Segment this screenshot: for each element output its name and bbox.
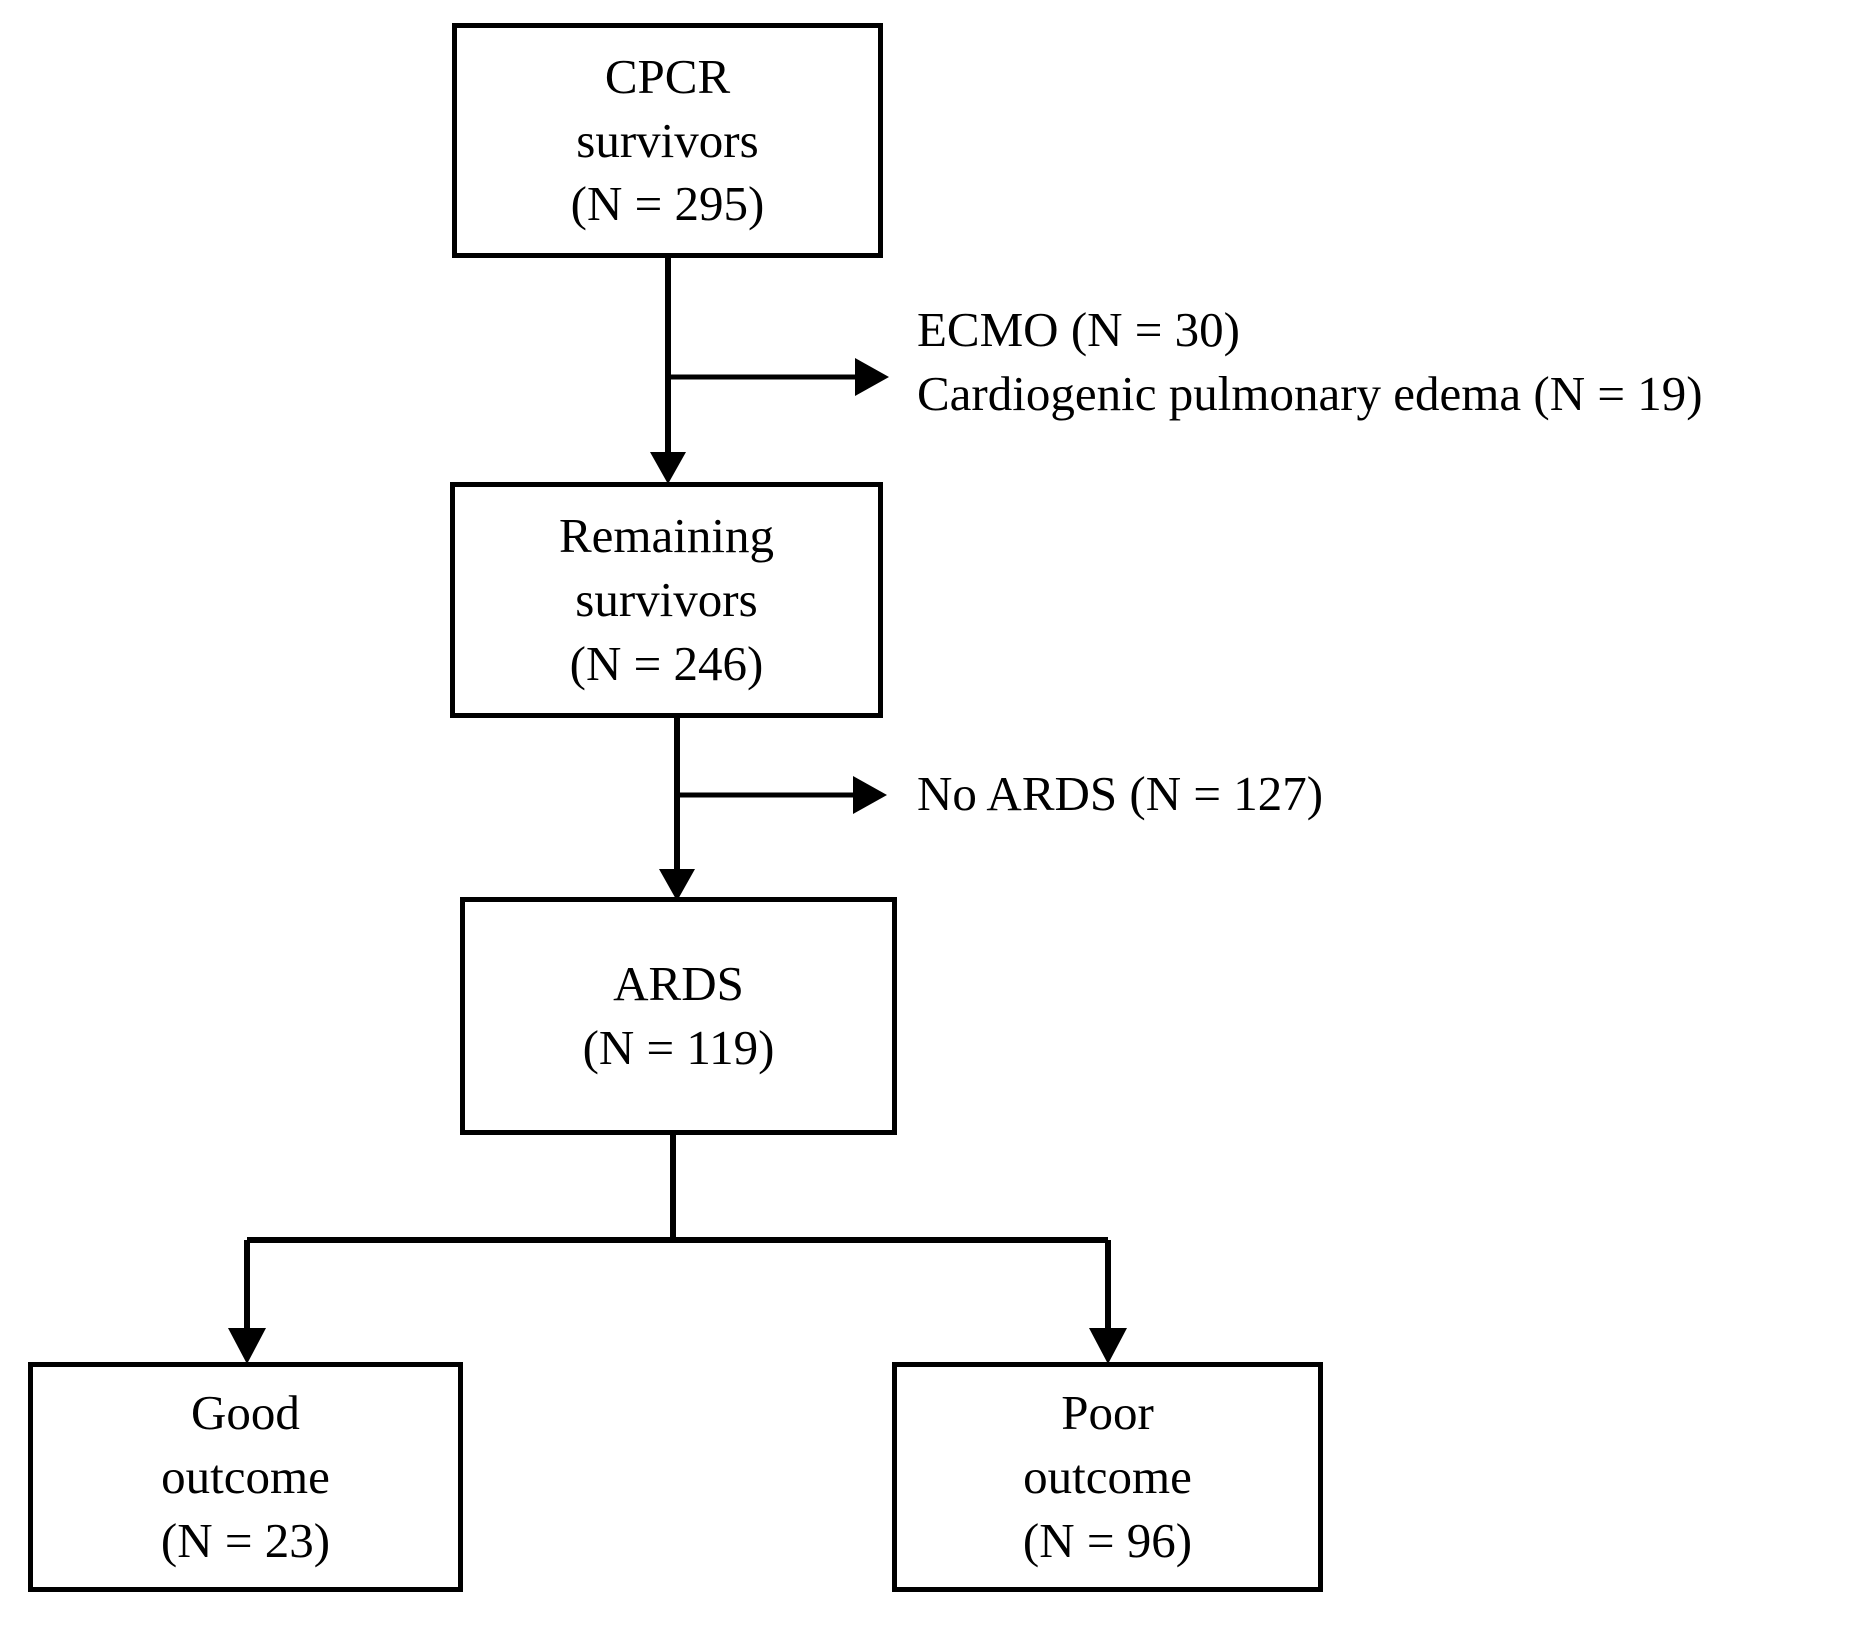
node-poor-outcome[interactable]: Poor outcome (N = 96) [892,1362,1323,1592]
exclusion-label-ecmo-cardiogenic: ECMO (N = 30) Cardiogenic pulmonary edem… [917,298,1703,425]
node-cpcr-survivors-line-3: (N = 295) [570,176,765,232]
exclusion-label-2-line-1: No ARDS (N = 127) [917,766,1324,821]
node-poor-outcome-line-2: outcome [1023,1449,1192,1505]
arrowhead-cpcr-to-exclusion-1 [855,358,889,396]
node-remaining-survivors-line-1: Remaining [558,508,775,564]
node-good-outcome-line-2: outcome [161,1449,330,1505]
node-poor-outcome-line-3: (N = 96) [1022,1512,1193,1568]
arrowhead-cpcr-to-remaining [650,452,686,484]
node-good-outcome-line-1: Good [191,1385,300,1441]
exclusion-label-1-line-2: Cardiogenic pulmonary edema (N = 19) [917,365,1703,421]
node-cpcr-survivors-line-2: survivors [576,112,759,168]
arrowhead-ards-to-poor-outcome [1089,1328,1127,1364]
node-poor-outcome-line-1: Poor [1061,1385,1154,1441]
node-remaining-survivors-line-2: survivors [575,572,758,628]
arrowhead-ards-to-good-outcome [228,1328,266,1364]
node-good-outcome[interactable]: Good outcome (N = 23) [28,1362,463,1592]
node-cpcr-survivors[interactable]: CPCR survivors (N = 295) [452,23,883,258]
node-ards-line-2: (N = 119) [582,1020,775,1075]
node-ards[interactable]: ARDS (N = 119) [460,897,897,1135]
node-remaining-survivors-line-3: (N = 246) [569,635,764,691]
exclusion-label-no-ards: No ARDS (N = 127) [917,762,1323,826]
arrowhead-remaining-to-exclusion-2 [853,776,887,814]
node-remaining-survivors[interactable]: Remaining survivors (N = 246) [450,482,883,718]
node-good-outcome-line-3: (N = 23) [160,1512,331,1568]
node-cpcr-survivors-line-1: CPCR [604,48,731,104]
node-ards-line-1: ARDS [613,956,744,1012]
exclusion-label-1-line-1: ECMO (N = 30) [917,302,1240,357]
